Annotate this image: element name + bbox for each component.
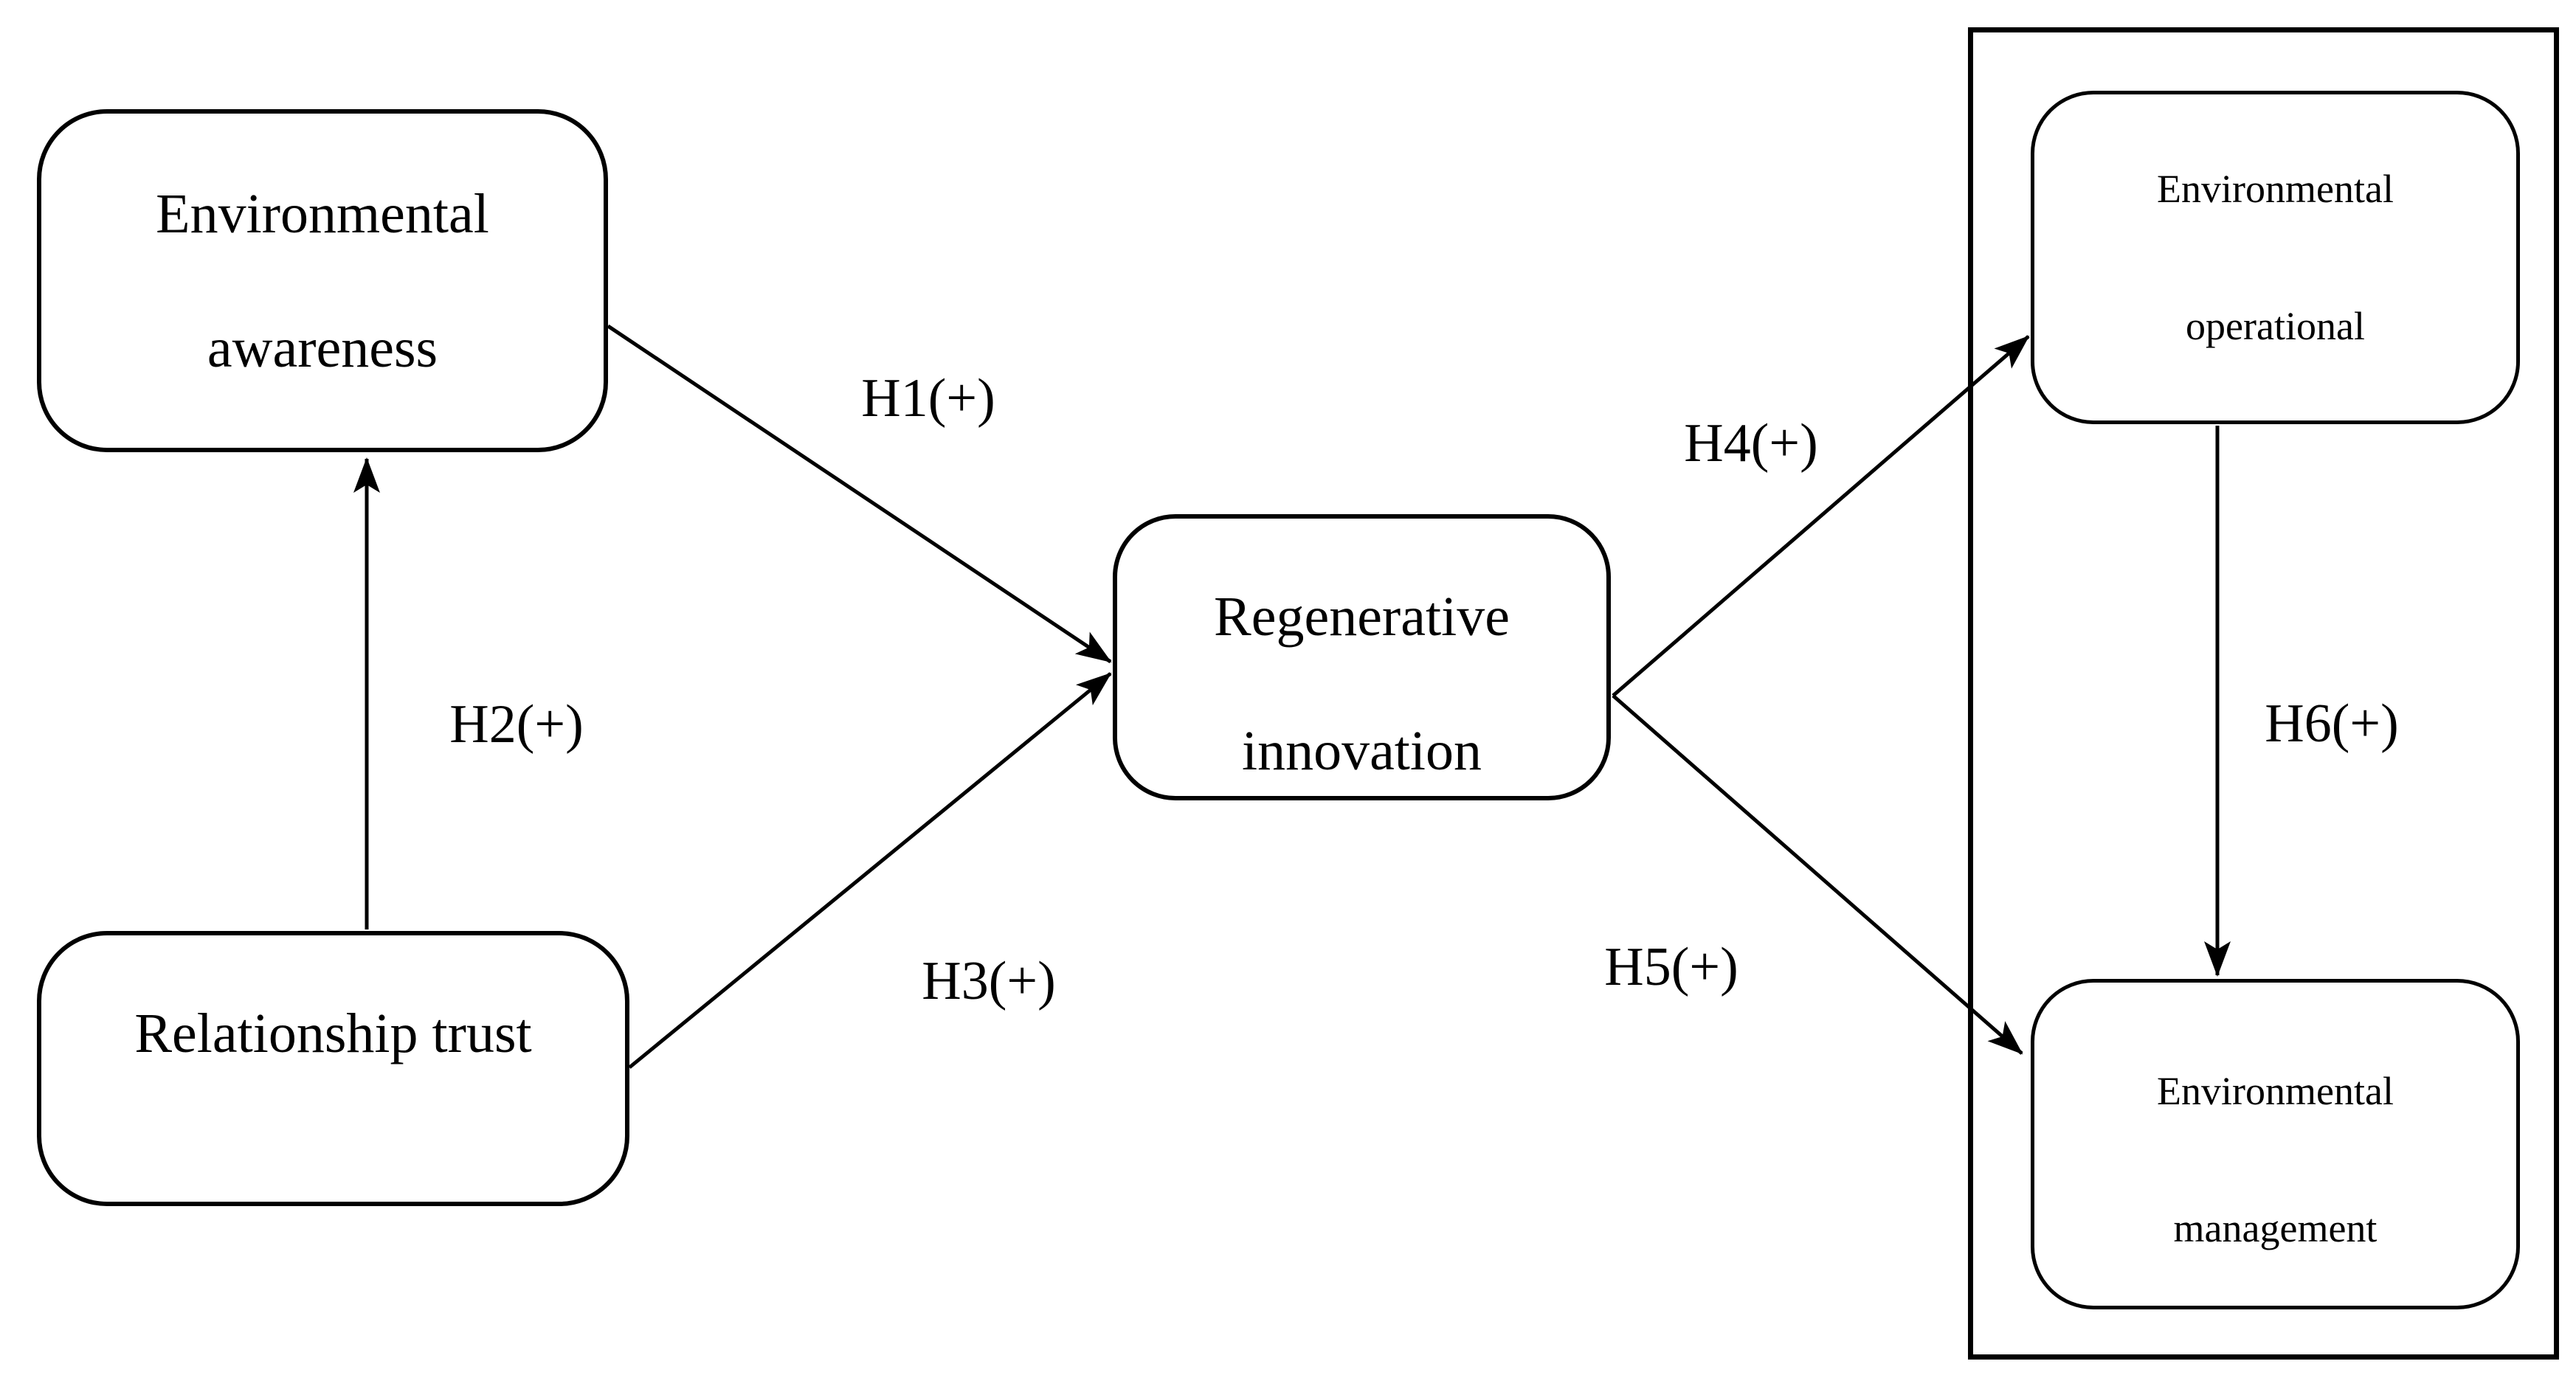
node-environmental-operational: Environmental operational (2031, 91, 2520, 424)
outcome-group-frame (1968, 27, 2559, 1360)
node-text-line: Environmental (2157, 167, 2394, 211)
node-text-line: management (2173, 1206, 2378, 1250)
node-environmental-awareness: Environmental awareness (37, 109, 608, 452)
edge-label-h1: H1(+) (861, 368, 995, 429)
edge-label-h3: H3(+) (922, 951, 1056, 1011)
node-text-line: Environmental (2157, 1069, 2394, 1113)
edge-label-h2: H2(+) (449, 694, 584, 755)
node-relationship-trust: Relationship trust (37, 931, 629, 1206)
arrow-h3 (628, 672, 1112, 1069)
arrow-h4 (1612, 335, 2030, 697)
node-text-line: Relationship trust (134, 1003, 532, 1064)
node-text-line: Regenerative (1214, 586, 1510, 648)
edge-label-h5: H5(+) (1604, 937, 1738, 997)
node-regenerative-innovation: Regenerative innovation (1113, 514, 1611, 800)
edge-label-h6: H6(+) (2265, 693, 2399, 754)
node-environmental-management: Environmental management (2031, 979, 2520, 1309)
node-text-line: Environmental (156, 182, 489, 245)
arrow-h1 (607, 324, 1112, 664)
edge-label-h4: H4(+) (1684, 413, 1818, 474)
arrow-h5 (1612, 694, 2023, 1055)
node-text-line: awareness (207, 316, 438, 379)
node-text-line: operational (2186, 304, 2365, 348)
node-text-line: innovation (1241, 720, 1482, 782)
